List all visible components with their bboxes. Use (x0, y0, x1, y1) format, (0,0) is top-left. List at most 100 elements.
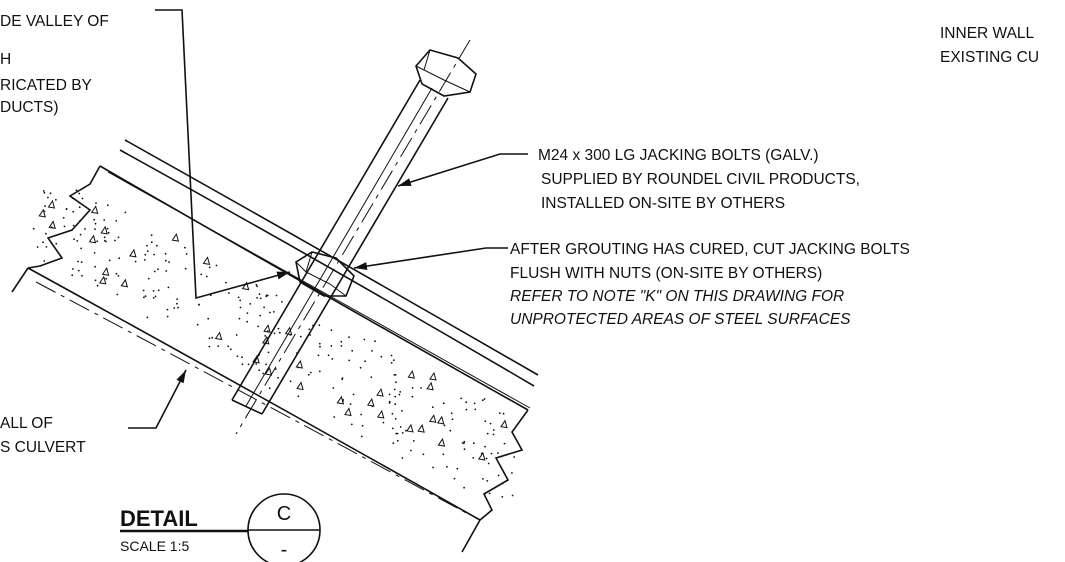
stipple-dot (164, 252, 167, 255)
stipple-dot (94, 279, 97, 282)
stipple-dot (265, 294, 268, 297)
label-grout: AFTER GROUTING HAS CURED, CUT JACKING BO… (510, 241, 910, 328)
stipple-dot (318, 324, 321, 326)
stipple-dot (351, 349, 354, 352)
stipple-dot (483, 398, 486, 400)
stipple-dot (289, 380, 292, 383)
stipple-dot (147, 277, 150, 280)
stipple-dot (249, 303, 252, 305)
stipple-dot (256, 285, 258, 288)
stipple-dot (374, 340, 376, 343)
stipple-dot (352, 393, 355, 396)
stipple-dot (432, 466, 434, 469)
stipple-dot (228, 292, 230, 294)
stipple-dot (363, 338, 366, 341)
stipple-dot (442, 453, 445, 456)
stipple-dot (205, 275, 208, 278)
stipple-dot (208, 345, 211, 348)
stipple-aggregate (477, 451, 486, 461)
label-top-right: INNER WALL EXISTING CU (940, 25, 1039, 66)
stipple-dot (411, 395, 414, 398)
stipple-dot (382, 421, 385, 424)
stipple-dot (103, 236, 106, 239)
stipple-dot (165, 270, 168, 272)
detail-title: DETAIL (120, 506, 198, 531)
stipple-dot (465, 408, 468, 411)
stipple-dot (150, 234, 153, 237)
stipple-dot (361, 424, 364, 427)
stipple-dot (115, 272, 118, 275)
stipple-dot (273, 332, 276, 335)
stipple-dot (96, 284, 99, 287)
stipple-dot (371, 350, 373, 352)
stipple-dot (497, 474, 500, 477)
stipple-dot (317, 354, 320, 357)
stipple-dot (255, 363, 258, 365)
stipple-aggregate (366, 397, 375, 407)
stipple-dot (340, 345, 343, 347)
stipple-dot (76, 240, 79, 242)
stipple-dot (235, 334, 238, 336)
stipple-dot (412, 440, 415, 442)
stipple-dot (157, 289, 160, 292)
stipple-dot (94, 222, 97, 225)
stipple-dot (394, 395, 397, 398)
stipple-dot (237, 296, 240, 299)
stipple-dot (211, 336, 214, 339)
stipple-dot (401, 457, 404, 459)
stipple-dot (259, 297, 262, 300)
stipple-aggregate (241, 281, 250, 291)
stipple-dot (465, 401, 468, 404)
stipple-dot (241, 356, 244, 359)
label-grout-note-2: UNPROTECTED AREAS OF STEEL SURFACES (510, 311, 851, 328)
stipple-dot (146, 244, 148, 247)
stipple-dot (258, 369, 261, 371)
stipple-dot (42, 241, 44, 244)
stipple-dot (341, 378, 343, 381)
stipple-dot (277, 376, 279, 379)
stipple-dot (95, 202, 97, 205)
stipple-dot (262, 372, 265, 375)
stipple-dot (94, 265, 96, 268)
stipple-dot (215, 264, 218, 267)
stipple-dot (80, 247, 82, 250)
stipple-dot (93, 252, 96, 254)
stipple-dot (267, 351, 270, 354)
stipple-dot (497, 452, 499, 454)
stipple-dot (63, 225, 66, 228)
detail-scale: SCALE 1:5 (120, 538, 189, 554)
stipple-dot (65, 208, 68, 211)
stipple-dot (176, 302, 178, 305)
stipple-dot (36, 246, 39, 248)
label-top-left-2: H (0, 51, 11, 68)
stipple-aggregate (120, 278, 129, 288)
detail-title-block: DETAIL SCALE 1:5 C - (120, 493, 321, 562)
label-top-left-4: DUCTS) (0, 99, 59, 116)
stipple-dot (77, 269, 80, 272)
stipple-dot (259, 314, 262, 317)
stipple-dot (489, 422, 492, 425)
stipple-dot (227, 345, 230, 348)
stipple-dot (486, 432, 489, 435)
stipple-dot (152, 290, 155, 292)
label-top-left: DE VALLEY OF H RICATED BY DUCTS) (0, 13, 109, 116)
stipple-dot (484, 420, 487, 423)
stipple-dot (43, 210, 46, 213)
stipple-aggregate (406, 423, 414, 433)
stipple-dot (330, 329, 333, 331)
stipple-dot (488, 492, 491, 495)
stipple-dot (50, 226, 53, 229)
stipple-aggregate (214, 331, 223, 341)
label-wall-1: ALL OF (0, 415, 53, 432)
stipple-dot (108, 259, 111, 262)
stipple-dot (484, 445, 486, 448)
stipple-dot (114, 239, 116, 242)
detail-ref-top: C (277, 503, 291, 525)
stipple-dot (392, 359, 395, 362)
stipple-dot (319, 345, 321, 348)
stipple-dot (144, 253, 147, 256)
stipple-dot (55, 242, 58, 245)
stipple-dot (501, 495, 504, 498)
stipple-dot (239, 299, 242, 302)
stipple-dot (348, 359, 351, 362)
